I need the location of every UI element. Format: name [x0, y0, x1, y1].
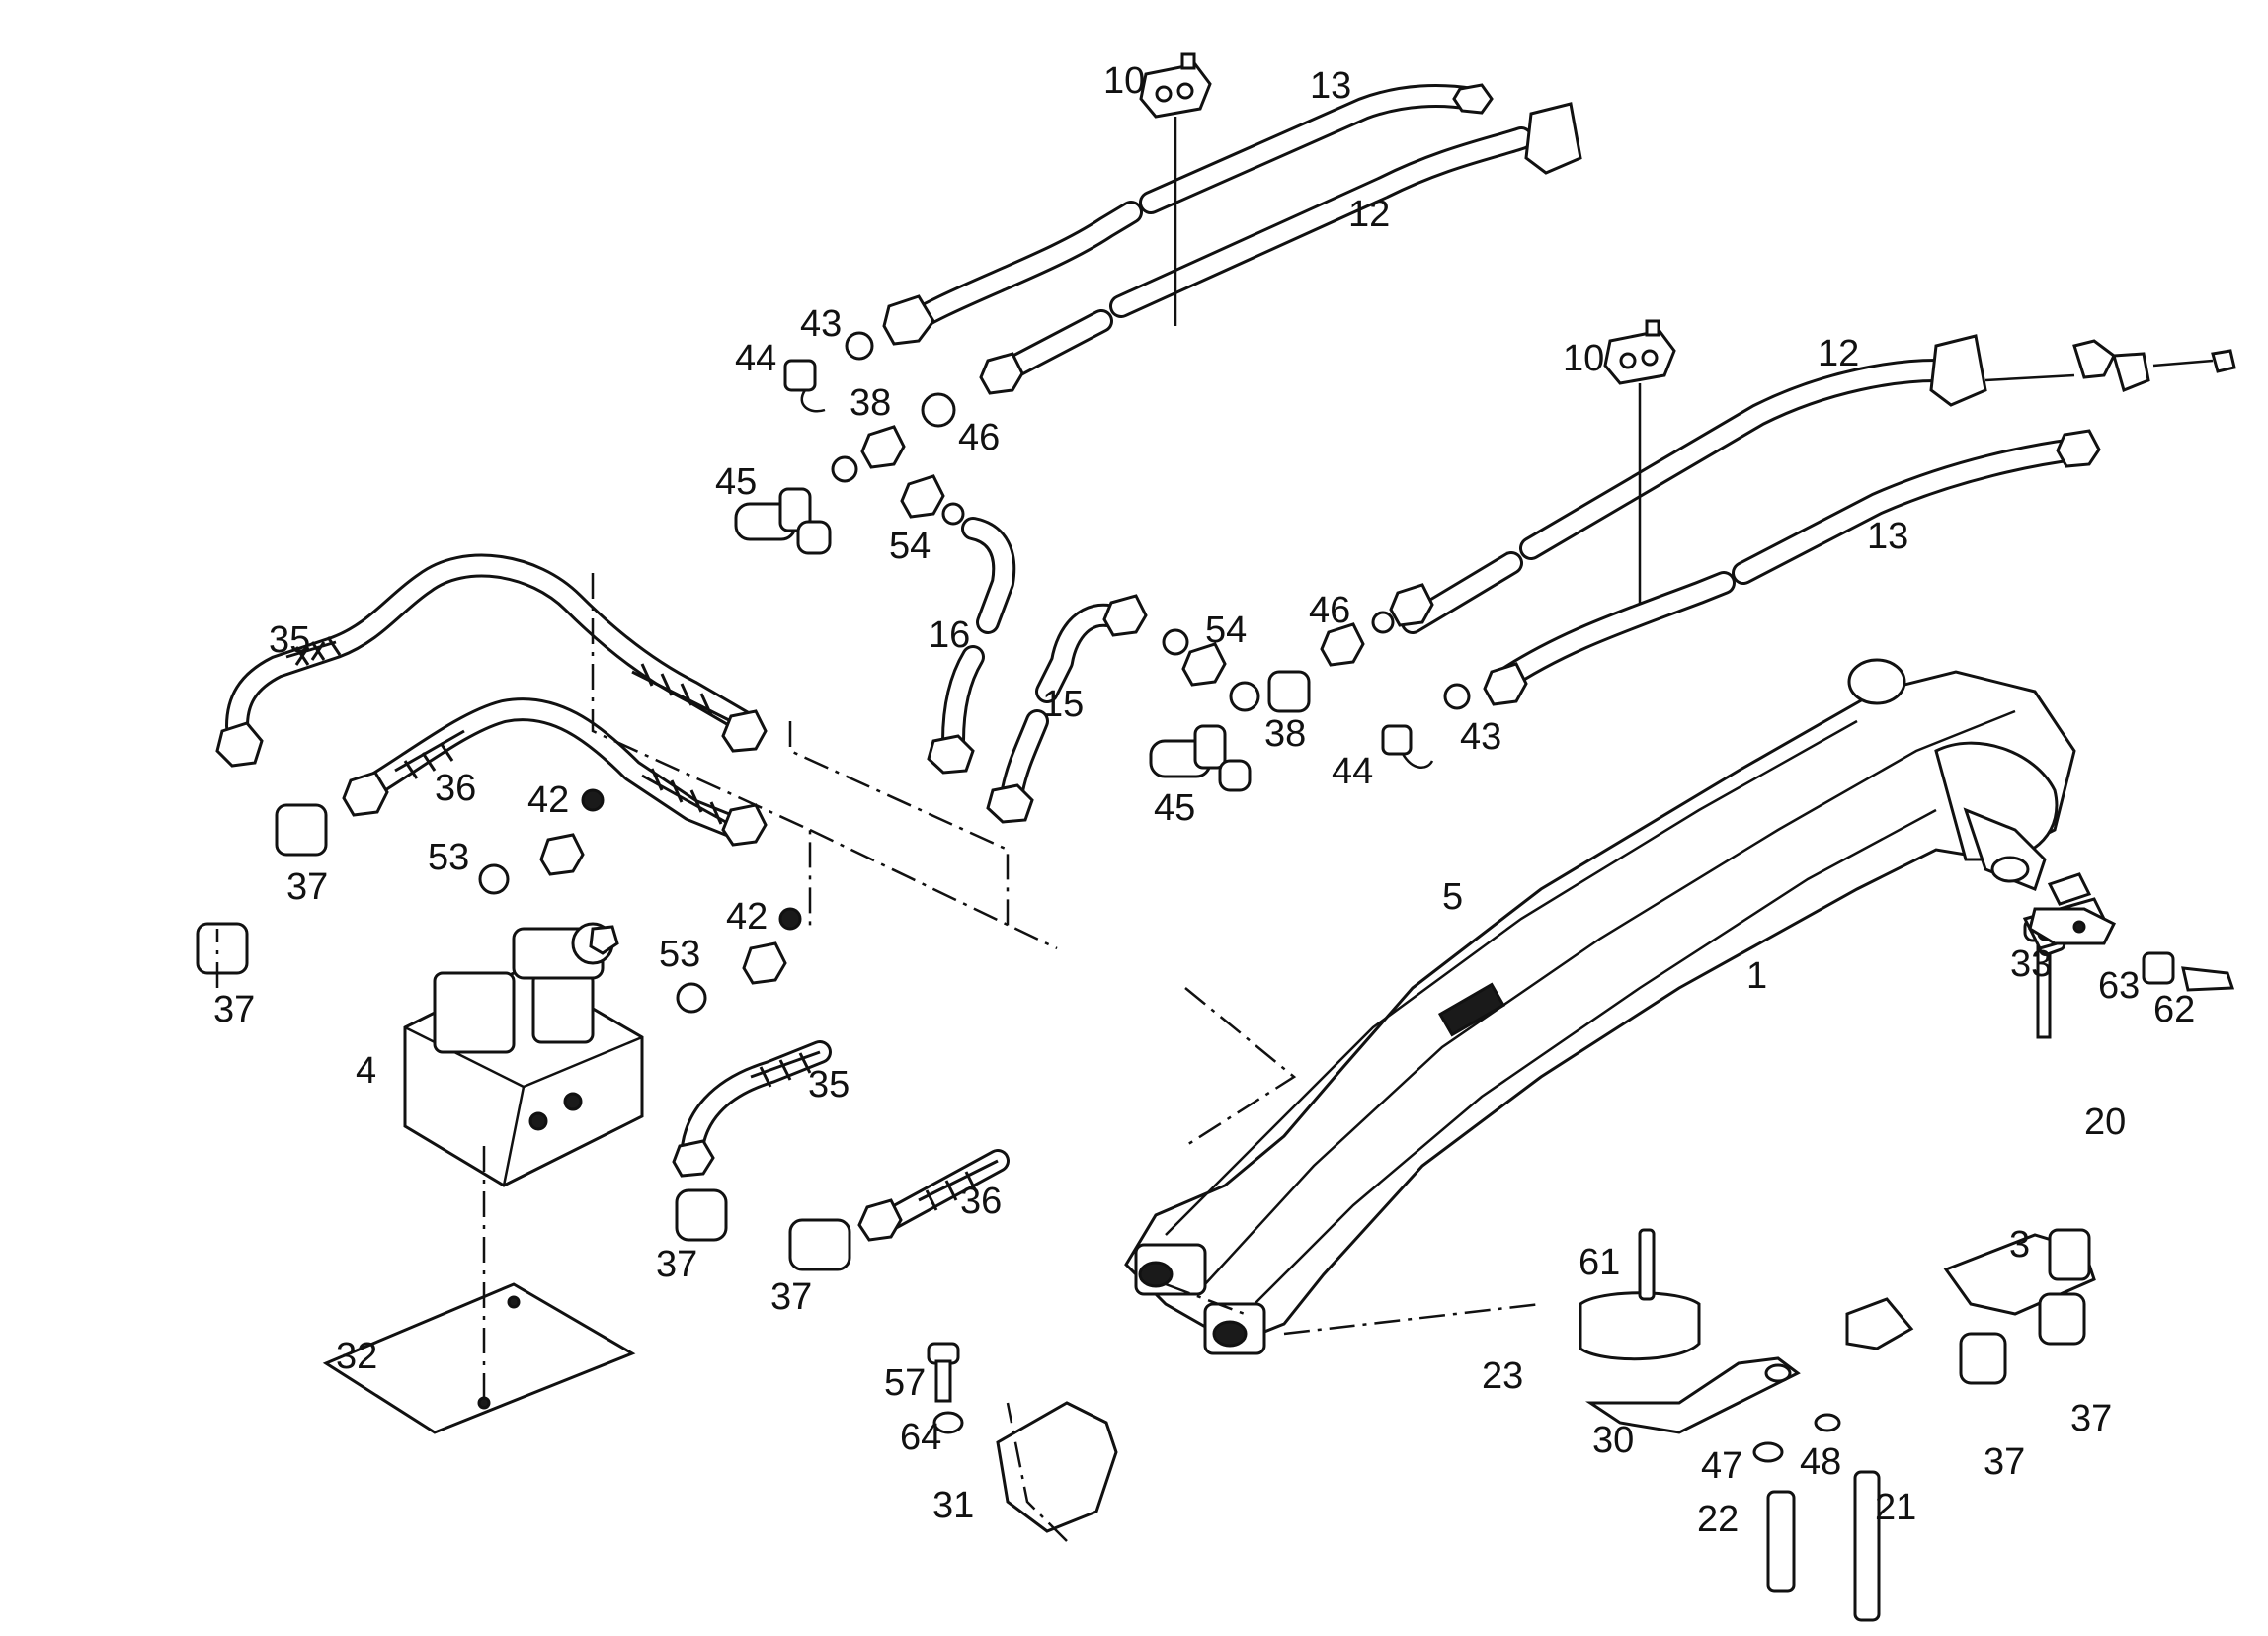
callout-63: 63 — [2098, 965, 2140, 1007]
callout-43a: 43 — [800, 303, 842, 345]
callout-23: 23 — [1482, 1355, 1523, 1397]
callout-47: 47 — [1701, 1445, 1742, 1487]
callout-37e: 37 — [2070, 1398, 2112, 1439]
callout-labels: 10 13 12 43 44 38 46 45 54 16 10 12 13 4… — [213, 60, 2195, 1540]
fittings-upper-left — [734, 294, 1024, 775]
callout-44a: 44 — [735, 338, 776, 379]
callout-48: 48 — [1800, 1441, 1841, 1483]
callout-5: 5 — [1442, 876, 1463, 918]
callout-37d: 37 — [770, 1276, 812, 1318]
callout-44b: 44 — [1332, 751, 1373, 792]
callout-1: 1 — [1746, 955, 1767, 997]
callout-13a: 13 — [1310, 65, 1351, 107]
callout-21: 21 — [1875, 1487, 1916, 1528]
callout-57: 57 — [884, 1362, 926, 1404]
leader-lines — [215, 573, 1542, 1542]
callout-38a: 38 — [850, 382, 891, 424]
callout-33: 33 — [2010, 943, 2052, 985]
callout-37b: 37 — [213, 989, 255, 1030]
hoses-35-36 — [215, 553, 768, 847]
callout-54a: 54 — [889, 526, 931, 567]
callout-31: 31 — [932, 1485, 974, 1526]
bottom-right-parts — [927, 872, 2235, 1622]
callout-53b: 53 — [659, 934, 700, 975]
callout-36a: 36 — [435, 768, 476, 809]
callout-46b: 46 — [1309, 590, 1350, 631]
hose-pair-upper — [887, 52, 1582, 387]
callout-46a: 46 — [958, 417, 1000, 458]
callout-37f: 37 — [1984, 1441, 2025, 1483]
callout-61: 61 — [1579, 1242, 1620, 1283]
callout-30: 30 — [1592, 1420, 1634, 1461]
callout-62: 62 — [2153, 989, 2195, 1030]
boom-arm — [1124, 658, 2076, 1355]
callout-43b: 43 — [1460, 716, 1501, 758]
callout-45b: 45 — [1154, 787, 1195, 829]
callout-20: 20 — [2084, 1102, 2126, 1143]
callout-42a: 42 — [527, 779, 569, 821]
callout-3: 3 — [2009, 1224, 2030, 1266]
callout-12b: 12 — [1818, 333, 1859, 374]
callout-37a: 37 — [286, 866, 328, 908]
callout-35a: 35 — [269, 619, 310, 661]
callout-32: 32 — [336, 1336, 377, 1377]
callout-54b: 54 — [1205, 610, 1247, 651]
valve-block — [196, 788, 1010, 1434]
callout-35b: 35 — [808, 1064, 850, 1105]
callout-42b: 42 — [726, 896, 768, 938]
callout-4: 4 — [356, 1050, 376, 1092]
callout-64: 64 — [900, 1417, 941, 1458]
callout-22: 22 — [1697, 1499, 1739, 1540]
callout-12a: 12 — [1348, 194, 1390, 235]
hose-pair-lower — [1401, 319, 2236, 694]
callout-53a: 53 — [428, 837, 469, 878]
callout-10a: 10 — [1103, 60, 1145, 102]
callout-36b: 36 — [960, 1181, 1002, 1222]
callout-16: 16 — [929, 614, 970, 656]
callout-38b: 38 — [1264, 713, 1306, 755]
callout-13b: 13 — [1867, 516, 1908, 557]
fittings-middle — [986, 583, 1528, 824]
callout-10b: 10 — [1563, 338, 1604, 379]
callout-15: 15 — [1042, 684, 1084, 725]
callout-37c: 37 — [656, 1244, 697, 1285]
callout-45a: 45 — [715, 461, 757, 503]
